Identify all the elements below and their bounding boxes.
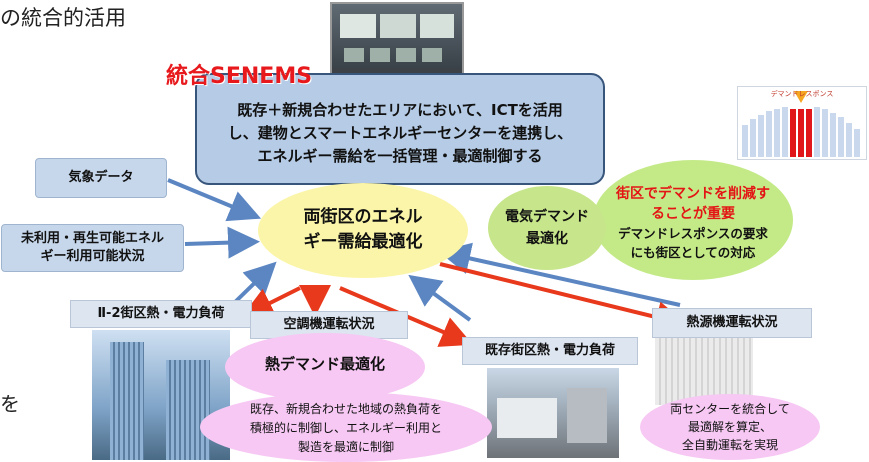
detail-line: デマンドレスポンスの要求 — [618, 226, 768, 241]
heat-demand-ellipse: 熱デマンド最適化 — [225, 333, 425, 401]
emphasis-line: ることが重要 — [651, 206, 735, 222]
detail-line: にも街区としての対応 — [630, 245, 756, 260]
arrow-weather — [167, 178, 262, 222]
demand-response-chart: デマンドレスポンス — [737, 86, 867, 160]
demand-response-bars — [742, 91, 860, 157]
side-text: を — [0, 392, 20, 416]
center-detail-line: 全自動運転を実現 — [681, 438, 778, 452]
heat-source-label: 熱源機運転状況 — [652, 308, 812, 338]
center-optimization: 両街区のエネル ギー需給最適化 — [258, 183, 468, 278]
existing-block-photo — [487, 368, 619, 458]
arrow-control-heat — [439, 262, 688, 333]
weather-data-box: 気象データ — [35, 158, 167, 198]
section-heading: の統合的活用 — [0, 6, 126, 30]
senems-title: 統合SENEMS — [166, 64, 313, 89]
arrow-renewable — [184, 226, 260, 259]
center-line: 両街区のエネル — [303, 207, 423, 227]
renewable-status-box: 未利用・再生可能エネル ギー利用可能状況 — [1, 224, 184, 272]
center-detail-line: 両センターを統合して — [670, 402, 790, 416]
arrow-control-block — [241, 286, 301, 318]
center-line: ギー需給最適化 — [303, 232, 423, 252]
electric-line: 電気デマンド — [505, 209, 589, 225]
demand-reduction-ellipse: 街区でデマンドを削減す ることが重要 デマンドレスポンスの要求 にも街区としての… — [593, 160, 793, 280]
electric-line: 最適化 — [526, 231, 568, 247]
heat-detail-line: 既存、新規合わせた地域の熱負荷を — [249, 402, 442, 416]
callout-line: エネルギー需給を一括管理・最適制御する — [257, 147, 543, 165]
block-load-label: Ⅱ-2街区熱・電力負荷 — [70, 300, 252, 328]
heat-demand-detail-ellipse: 既存、新規合わせた地域の熱負荷を 積極的に制御し、エネルギー利用と 製造を最適に… — [200, 392, 492, 462]
heat-plant-photo — [655, 330, 753, 405]
existing-load-label: 既存街区熱・電力負荷 — [462, 337, 638, 365]
callout-line: し、建物とスマートエネルギーセンターを連携し、 — [227, 124, 573, 142]
arrow-block-load — [230, 261, 277, 307]
senems-description: 既存＋新規合わせたエリアにおいて、ICTを活用 し、建物とスマートエネルギーセン… — [195, 73, 605, 185]
arrow-existing-load — [408, 274, 472, 322]
callout-line: 既存＋新規合わせたエリアにおいて、ICTを活用 — [237, 101, 563, 119]
emphasis-line: 街区でデマンドを削減す — [616, 186, 770, 202]
electric-demand-ellipse: 電気デマンド 最適化 — [488, 186, 606, 270]
heat-detail-line: 製造を最適に制御 — [297, 440, 394, 454]
center-integration-ellipse: 両センターを統合して 最適解を算定、 全自動運転を実現 — [640, 394, 820, 460]
demand-response-title: デマンドレスポンス — [770, 90, 834, 98]
arrow-heat-source — [438, 242, 681, 307]
renewable-line: 未利用・再生可能エネル — [20, 231, 164, 246]
center-detail-line: 最適解を算定、 — [687, 420, 772, 434]
renewable-line: ギー利用可能状況 — [40, 249, 145, 264]
heat-detail-line: 積極的に制御し、エネルギー利用と — [249, 421, 442, 435]
